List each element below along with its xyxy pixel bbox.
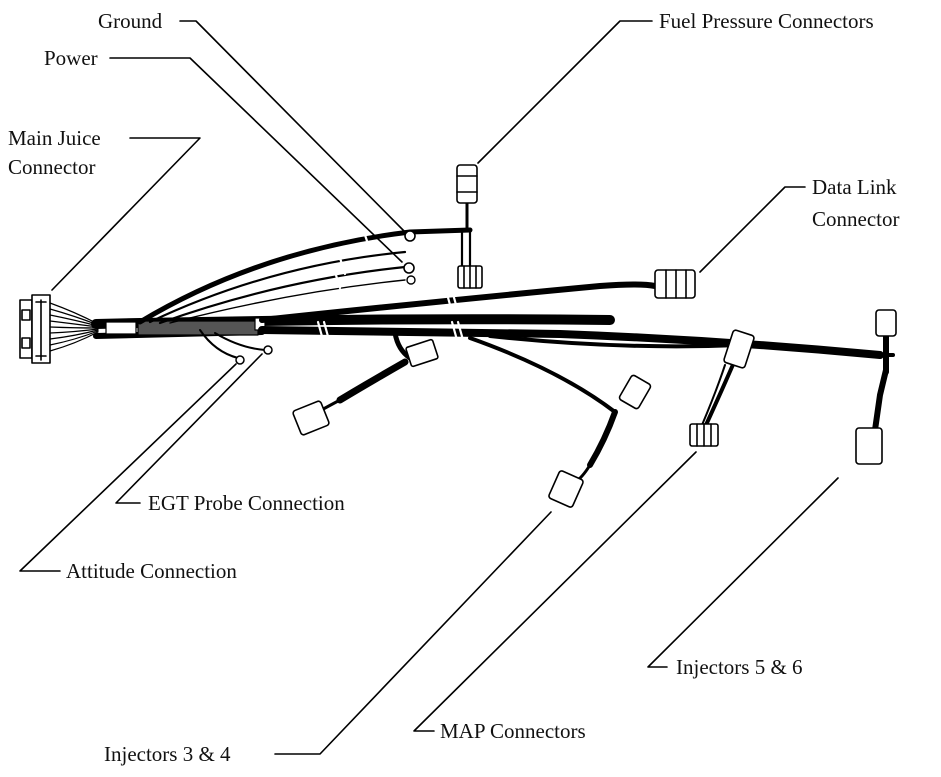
main-juice-label-line1: Main Juice: [8, 126, 101, 150]
fuel-pressure-connector-bottom: [457, 265, 483, 289]
braided-sleeve: [137, 320, 259, 336]
leader-lines: [19, 20, 839, 755]
data-link-wire: [259, 281, 658, 323]
data-link-connector: [654, 269, 696, 299]
main-connector-fan: [49, 302, 99, 352]
injectors-56-label: Injectors 5 & 6: [676, 655, 803, 679]
attitude-label: Attitude Connection: [66, 559, 237, 583]
injectors-34-label: Injectors 3 & 4: [104, 742, 231, 766]
main-juice-connector: [19, 294, 51, 364]
main-juice-label-line2: Connector: [8, 155, 96, 179]
map-connector-b: [689, 423, 719, 447]
power-label: Power: [44, 46, 98, 70]
injectors-56-connector-b: [855, 427, 883, 465]
upper-wire-black: [137, 227, 473, 325]
egt-terminal: [263, 345, 273, 355]
data-link-label-line2: Connector: [812, 207, 900, 231]
attitude-terminal: [235, 355, 245, 365]
egt-probe-label: EGT Probe Connection: [148, 491, 345, 515]
power-terminal: [403, 262, 415, 274]
map-wire: [488, 334, 742, 349]
map-connectors-label: MAP Connectors: [440, 719, 586, 743]
fuel-pressure-label: Fuel Pressure Connectors: [659, 9, 874, 33]
injectors-34-wire: [468, 336, 617, 414]
ground-label: Ground: [98, 9, 163, 33]
injectors-34-connector-b: [548, 470, 584, 508]
ground-terminal: [404, 230, 416, 242]
injectors-34-connector-a: [618, 374, 652, 410]
injectors-56-connector-a: [875, 309, 897, 337]
fuel-pressure-connector-top: [456, 164, 478, 204]
map-connector-a: [723, 329, 755, 369]
data-link-label-line1: Data Link: [812, 175, 897, 199]
